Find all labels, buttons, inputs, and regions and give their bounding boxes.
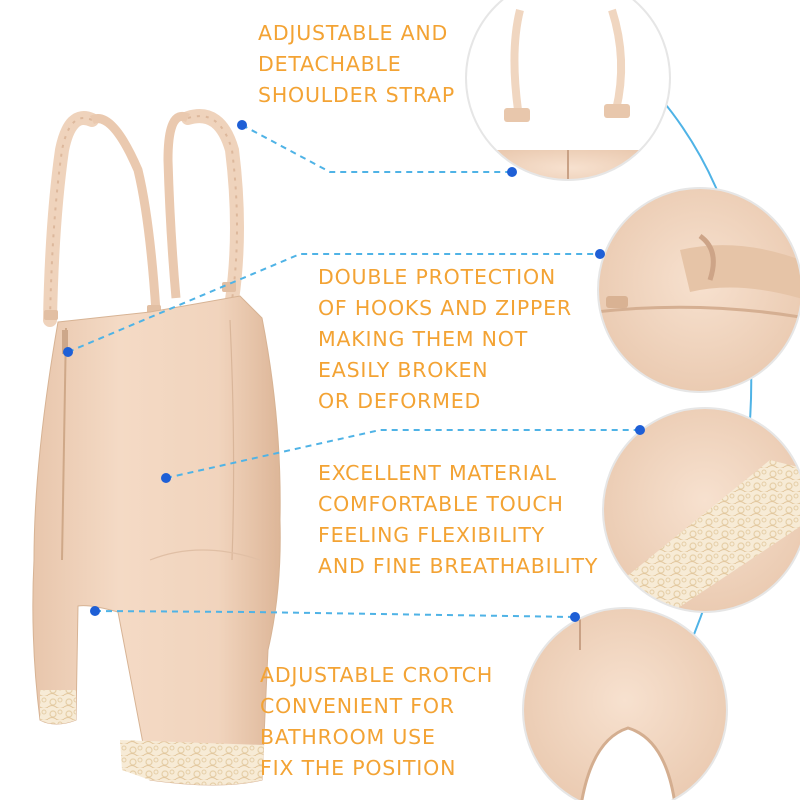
connector-hooks — [67, 253, 600, 353]
dot-crotch-product — [90, 606, 100, 616]
detail-bubble-crotch-border — [522, 607, 728, 800]
feature-label-crotch: ADJUSTABLE CROTCH CONVENIENT FOR BATHROO… — [260, 663, 494, 780]
detail-bubble-lace-border — [602, 407, 800, 613]
detail-bubble-hooks-border — [597, 187, 800, 393]
connector-crotch — [94, 610, 576, 618]
feature-label-strap: ADJUSTABLE AND DETACHABLE SHOULDER STRAP — [258, 21, 456, 107]
detail-bubble-strap — [466, 0, 670, 180]
detail-bubble-crotch — [523, 608, 727, 800]
detail-bubble-lace — [603, 408, 800, 612]
detail-bubble-strap-border — [465, 0, 671, 181]
dot-crotch-detail — [570, 612, 580, 622]
detail-bubble-hooks — [598, 188, 800, 392]
feature-label-material: EXCELLENT MATERIAL COMFORTABLE TOUCH FEE… — [318, 461, 599, 578]
feature-label-hooks: DOUBLE PROTECTION OF HOOKS AND ZIPPER MA… — [318, 265, 572, 413]
dot-material-product — [161, 473, 171, 483]
dot-hooks-product — [63, 347, 73, 357]
connector-strap — [241, 124, 512, 173]
callout-connectors — [67, 124, 640, 618]
dot-strap-product — [237, 120, 247, 130]
dot-strap-detail — [507, 167, 517, 177]
product-image — [32, 109, 281, 786]
dot-material-detail — [635, 425, 645, 435]
callout-dots — [63, 120, 645, 622]
dot-hooks-detail — [595, 249, 605, 259]
